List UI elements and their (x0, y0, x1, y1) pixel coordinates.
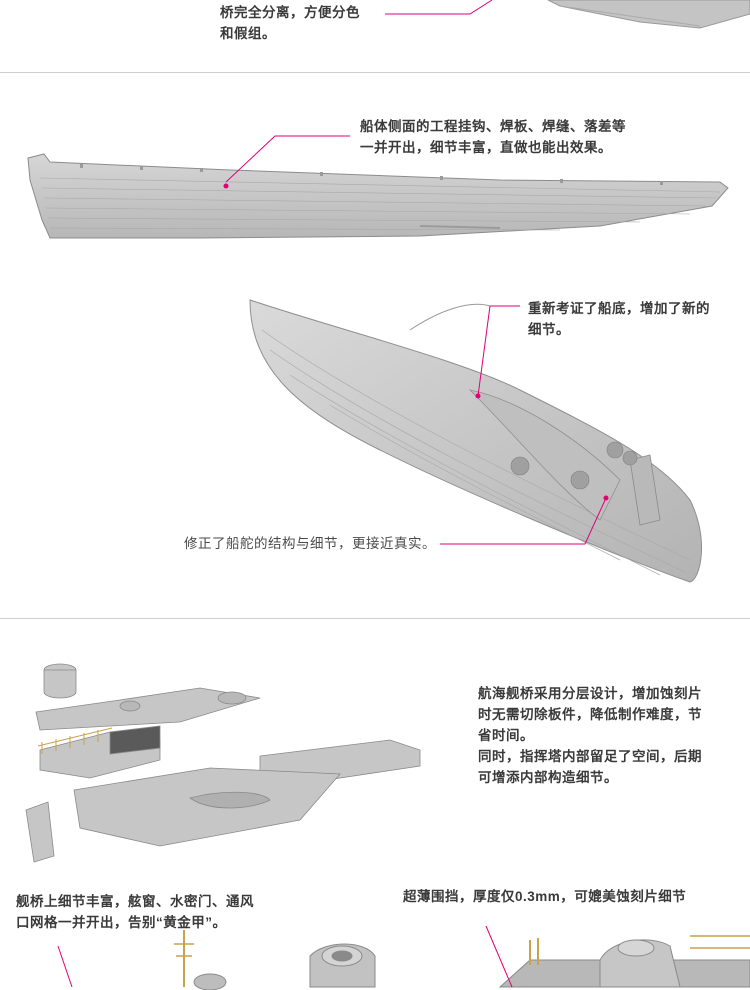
bridge-closeup-left (174, 930, 376, 990)
bridge-detail-caption: 舰桥上细节丰富，舷窗、水密门、通风 口网格一并开出，告别“黄金甲”。 (16, 894, 254, 930)
hull-bottom-caption: 重新考证了船底，增加了新的 细节。 (528, 301, 710, 337)
section-divider (0, 72, 750, 73)
hull-side-view (27, 135, 729, 239)
rail-caption: 超薄围挡，厚度仅0.3mm，可媲美蚀刻片细节 (403, 889, 687, 904)
hull-rudder-caption: 修正了船舵的结构与细节，更接近真实。 (184, 536, 436, 551)
section-divider (0, 618, 750, 619)
top-hull-fragment (547, 0, 750, 29)
top-leader-line (385, 0, 493, 15)
hull-bottom-view (249, 299, 703, 583)
bridge-closeup-right (498, 935, 750, 988)
bridge-caption: 航海舰桥采用分层设计，增加蚀刻片 时无需切除板件，降低制作难度，节 省时间。 同… (478, 686, 702, 785)
bottom-leader-lines (57, 925, 513, 988)
bridge-parts-exploded (25, 663, 421, 863)
top-caption: 桥完全分离，方便分色 和假组。 (220, 5, 360, 41)
hull-side-caption: 船体侧面的工程挂钩、焊板、焊缝、落差等 一并开出，细节丰富，直做也能出效果。 (360, 119, 626, 155)
